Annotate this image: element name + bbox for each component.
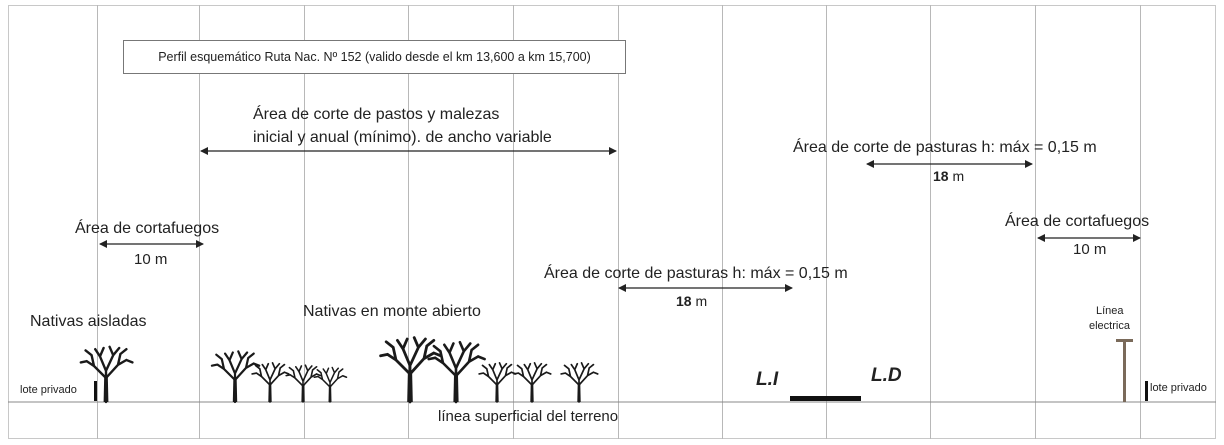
- ground-line-label: línea superficial del terreno: [438, 408, 619, 425]
- grid-line: [722, 5, 723, 439]
- tree-icon: [427, 340, 486, 404]
- tree-icon: [251, 362, 290, 403]
- profile-title: Perfil esquemático Ruta Nac. Nº 152 (val…: [123, 40, 626, 74]
- tree-icon: [478, 362, 517, 403]
- cortafuegos-right-label: Área de cortafuegos: [1005, 213, 1150, 230]
- tree-icon: [379, 336, 443, 404]
- fence-right-icon: [1145, 381, 1148, 401]
- tree-icon: [560, 362, 599, 403]
- pasturas-left-dimension: 18 m: [676, 293, 707, 309]
- grid-line: [513, 5, 514, 439]
- road-surface: [790, 396, 861, 401]
- grid-line: [408, 5, 409, 439]
- grid-line: [97, 5, 98, 439]
- pasturas-right-unit: m: [948, 168, 965, 184]
- grid-line: [1140, 5, 1141, 439]
- cortafuegos-left-dimension: 10 m: [134, 251, 168, 268]
- pasturas-left-number: 18: [676, 293, 692, 309]
- electric-pole-crossarm: [1116, 339, 1133, 342]
- tree-icon: [313, 366, 348, 403]
- tree-icon: [513, 362, 552, 403]
- tree-icon: [79, 345, 134, 404]
- tree-icon: [285, 364, 322, 403]
- pasturas-left-label: Área de corte de pasturas h: máx = 0,15 …: [544, 265, 848, 282]
- fence-left-icon: [94, 381, 97, 401]
- pasturas-right-label: Área de corte de pasturas h: máx = 0,15 …: [793, 139, 1097, 156]
- grid-line: [930, 5, 931, 439]
- grid-line: [826, 5, 827, 439]
- grid-line: [618, 5, 619, 439]
- pastos-area-label-line2: inicial y anual (mínimo). de ancho varia…: [253, 129, 552, 146]
- road-right-lane-label: L.D: [871, 365, 902, 386]
- road-left-lane-label: L.I: [756, 369, 779, 390]
- tree-icon: [210, 350, 261, 404]
- pasturas-right-number: 18: [933, 168, 949, 184]
- pasturas-right-dimension: 18 m: [933, 168, 964, 184]
- lote-privado-left-label: lote privado: [20, 384, 77, 396]
- grid-line: [1035, 5, 1036, 439]
- nativas-aisladas-label: Nativas aisladas: [30, 313, 147, 330]
- grid-line: [304, 5, 305, 439]
- linea-electrica-label-line2: electrica: [1089, 320, 1130, 332]
- linea-electrica-label-line1: Línea: [1096, 305, 1124, 317]
- lote-privado-right-label: lote privado: [1150, 382, 1207, 394]
- cortafuegos-left-label: Área de cortafuegos: [75, 220, 220, 237]
- cortafuegos-right-dimension: 10 m: [1073, 241, 1107, 258]
- nativas-monte-label: Nativas en monte abierto: [303, 303, 481, 320]
- diagram-frame: [8, 5, 1216, 439]
- pastos-area-label-line1: Área de corte de pastos y malezas: [253, 106, 500, 123]
- electric-pole-icon: [1123, 341, 1126, 402]
- pasturas-left-unit: m: [691, 293, 708, 309]
- grid-line: [199, 5, 200, 439]
